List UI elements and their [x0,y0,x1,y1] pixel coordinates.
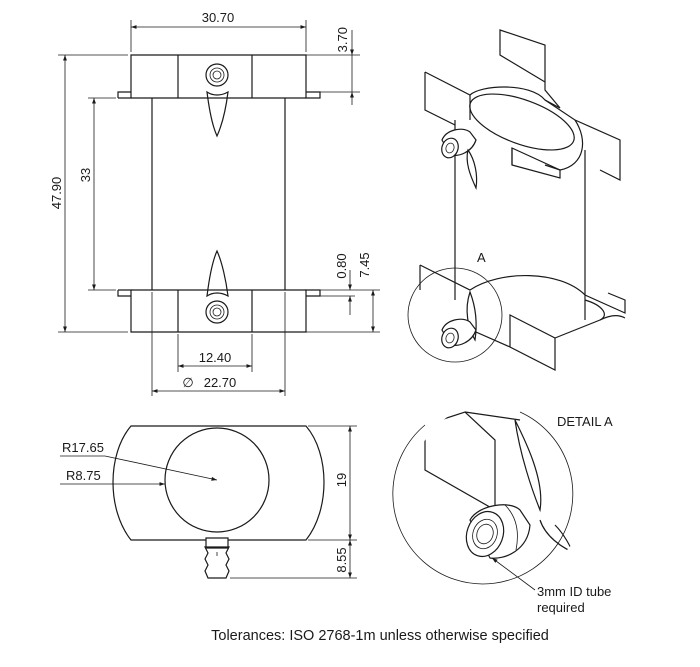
detail-a-callout-line2: required [537,600,585,615]
dim-top-width-19: 19 [334,473,349,487]
detail-a-circle [407,267,503,363]
dim-step-large: 7.45 [357,252,372,277]
tolerance-note: Tolerances: ISO 2768-1m unless otherwise… [211,628,549,644]
dim-step-small: 0.80 [334,253,349,278]
dim-tube-width: 12.40 [199,350,232,365]
top-view-bore [164,427,270,533]
lobe-top [206,90,229,138]
detail-a-boundary [392,411,574,585]
dim-nozzle-length: 8.55 [334,547,349,572]
lobe-bottom [206,249,229,298]
dim-top-width: 30.70 [202,10,235,25]
detail-a-callout-line1: 3mm ID tube [537,584,611,599]
nozzle-top-outer [205,63,229,87]
top-view-outline [112,425,325,541]
dim-outer-diameter: 22.70 [204,375,237,390]
diameter-symbol: ∅ [182,375,193,390]
front-view: 30.70 3.70 47.90 33 0.80 7.45 12.40 [49,10,380,396]
top-view: R17.65 R8.75 19 8.55 [60,425,357,579]
dim-outer-radius: R17.65 [62,440,104,455]
dim-overall-height: 47.90 [49,177,64,210]
dim-inner-height: 33 [78,168,93,182]
isometric-view: A [407,29,626,371]
detail-a-marker: A [477,250,486,265]
dim-flange-thickness: 3.70 [335,27,350,52]
detail-a-view: DETAIL A 3mm ID tube required [392,411,613,615]
dim-inner-radius: R8.75 [66,468,101,483]
detail-a-title: DETAIL A [557,414,613,429]
